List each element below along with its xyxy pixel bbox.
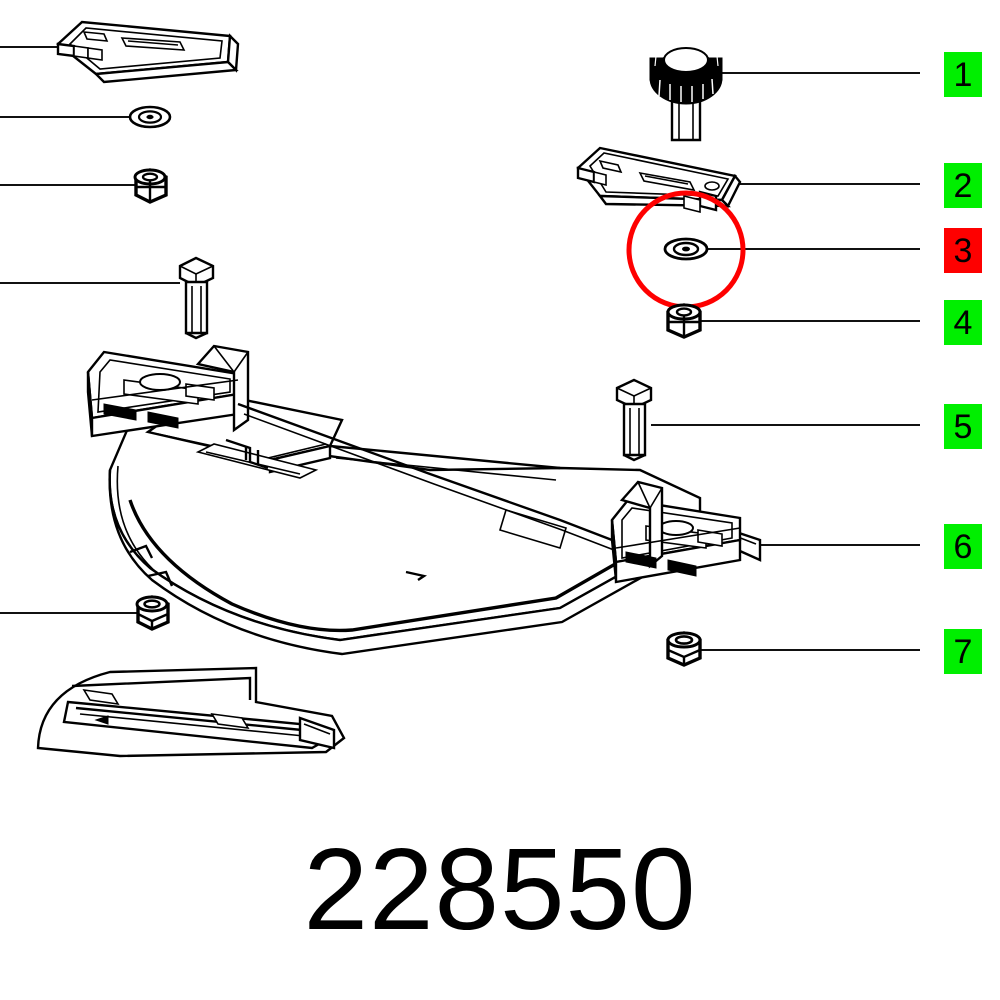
guide-body-arm: [86, 344, 762, 656]
callout-badge-1[interactable]: 1: [944, 52, 982, 97]
callout-badge-7[interactable]: 7: [944, 629, 982, 674]
callout-badge-4[interactable]: 4: [944, 300, 982, 345]
washer-left: [128, 105, 172, 129]
hex-bolt-left: [178, 256, 215, 340]
right-clamp-block: [610, 480, 742, 584]
callout-badge-3[interactable]: 3: [944, 228, 982, 273]
hex-nut-lower: [666, 631, 702, 667]
slotted-bracket-plate-left: [56, 20, 240, 84]
callout-badge-6[interactable]: 6: [944, 524, 982, 569]
knurled-knob: [649, 47, 723, 142]
callout-badge-5[interactable]: 5: [944, 404, 982, 449]
callout-badge-2[interactable]: 2: [944, 163, 982, 208]
hex-nut-lower-left: [135, 595, 170, 631]
part-number-label: 228550: [303, 824, 697, 954]
hex-nut-upper: [666, 303, 702, 339]
washer: [663, 237, 709, 261]
leader-lines-right: [651, 72, 920, 651]
base-rail-partial: [36, 666, 346, 758]
hex-nut-upper-left: [133, 168, 168, 204]
hex-bolt: [615, 378, 653, 462]
slotted-bracket-plate: [576, 146, 742, 214]
left-clamp-block: [86, 344, 250, 438]
